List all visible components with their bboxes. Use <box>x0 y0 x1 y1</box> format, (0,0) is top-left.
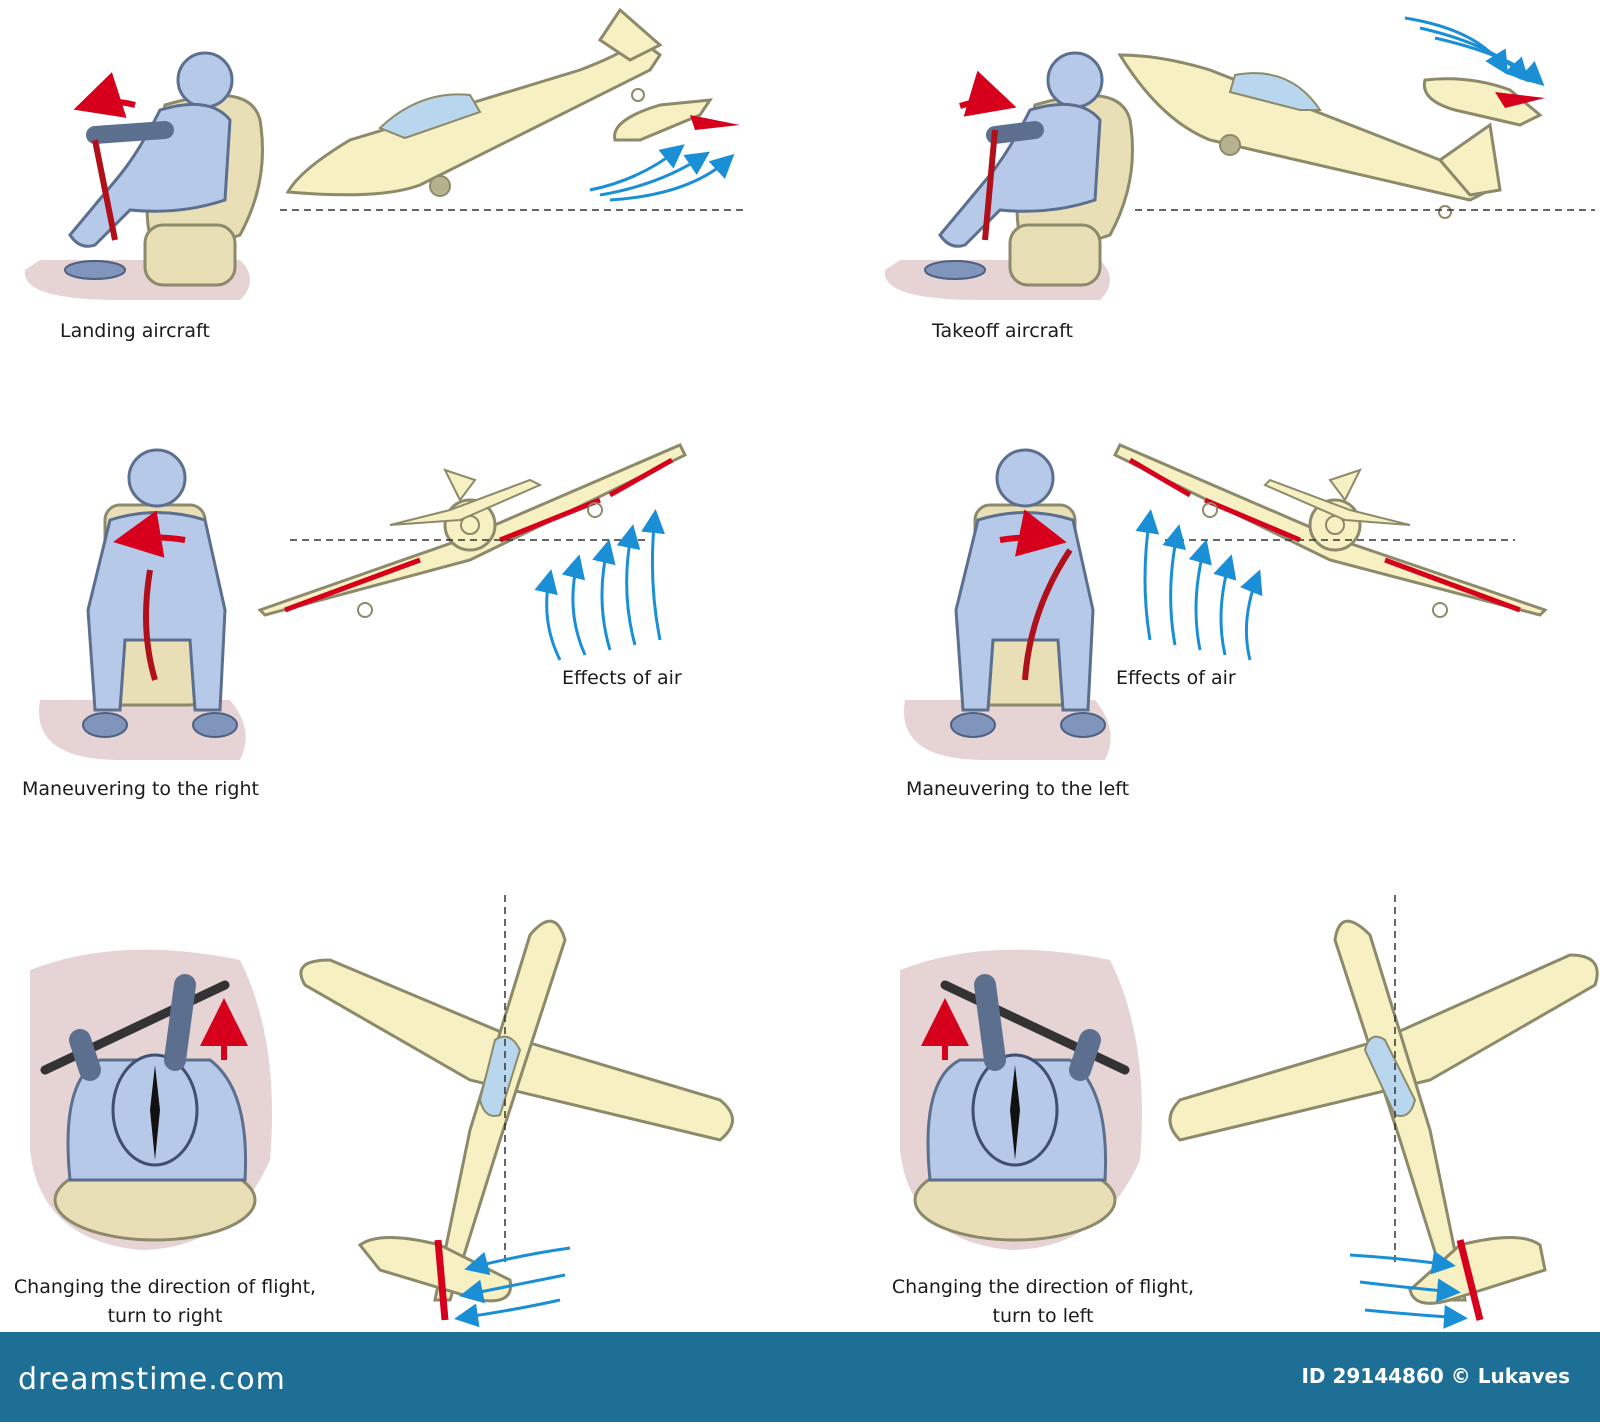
maneuver-left-aircraft <box>1112 443 1548 618</box>
maneuver-right-panel <box>39 443 688 760</box>
maneuver-left-panel <box>904 443 1548 760</box>
takeoff-panel <box>884 16 1595 300</box>
maneuver-right-aircraft <box>257 443 688 618</box>
maneuver-right-pilot-figure <box>39 448 246 760</box>
maneuver-left-caption: Maneuvering to the left <box>906 778 1130 800</box>
site-logo: dreamstime.com <box>18 1362 286 1397</box>
turn-left-airflow-arrows <box>1349 1250 1468 1329</box>
turn-left-caption-line2: turn to left <box>992 1305 1094 1327</box>
turn-left-panel <box>900 895 1599 1329</box>
landing-panel <box>24 7 745 300</box>
maneuver-right-air-label: Effects of air <box>562 667 682 689</box>
takeoff-airflow-arrows <box>1404 16 1545 87</box>
landing-pilot-figure <box>24 51 264 300</box>
takeoff-aircraft <box>1117 53 1595 219</box>
image-id-credit: ID 29144860 © Lukaves <box>1301 1364 1570 1388</box>
takeoff-pilot-figure <box>884 51 1134 300</box>
turn-right-aircraft <box>299 895 734 1321</box>
turn-right-caption-line1: Changing the direction of flight, <box>13 1276 317 1298</box>
turn-left-caption-line1: Changing the direction of flight, <box>891 1276 1195 1298</box>
maneuver-right-caption: Maneuvering to the right <box>22 778 259 800</box>
turn-right-panel <box>30 895 734 1328</box>
maneuver-left-air-label: Effects of air <box>1116 667 1236 689</box>
takeoff-caption: Takeoff aircraft <box>932 320 1073 342</box>
landing-aircraft <box>280 7 745 211</box>
landing-caption: Landing aircraft <box>60 320 210 342</box>
maneuver-left-airflow-arrows <box>1135 509 1263 661</box>
turn-right-airflow-arrows <box>454 1246 571 1328</box>
maneuver-right-airflow-arrows <box>534 509 666 661</box>
maneuver-left-pilot-figure <box>904 448 1111 760</box>
landing-airflow-arrows <box>589 144 735 202</box>
turn-right-pilot-topview <box>30 949 272 1250</box>
turn-left-pilot-topview <box>900 949 1142 1250</box>
watermark-footer: dreamstime.com ID 29144860 © Lukaves <box>0 1332 1600 1422</box>
illustration-canvas <box>24 7 1599 1329</box>
turn-right-caption-line2: turn to right <box>107 1305 223 1327</box>
